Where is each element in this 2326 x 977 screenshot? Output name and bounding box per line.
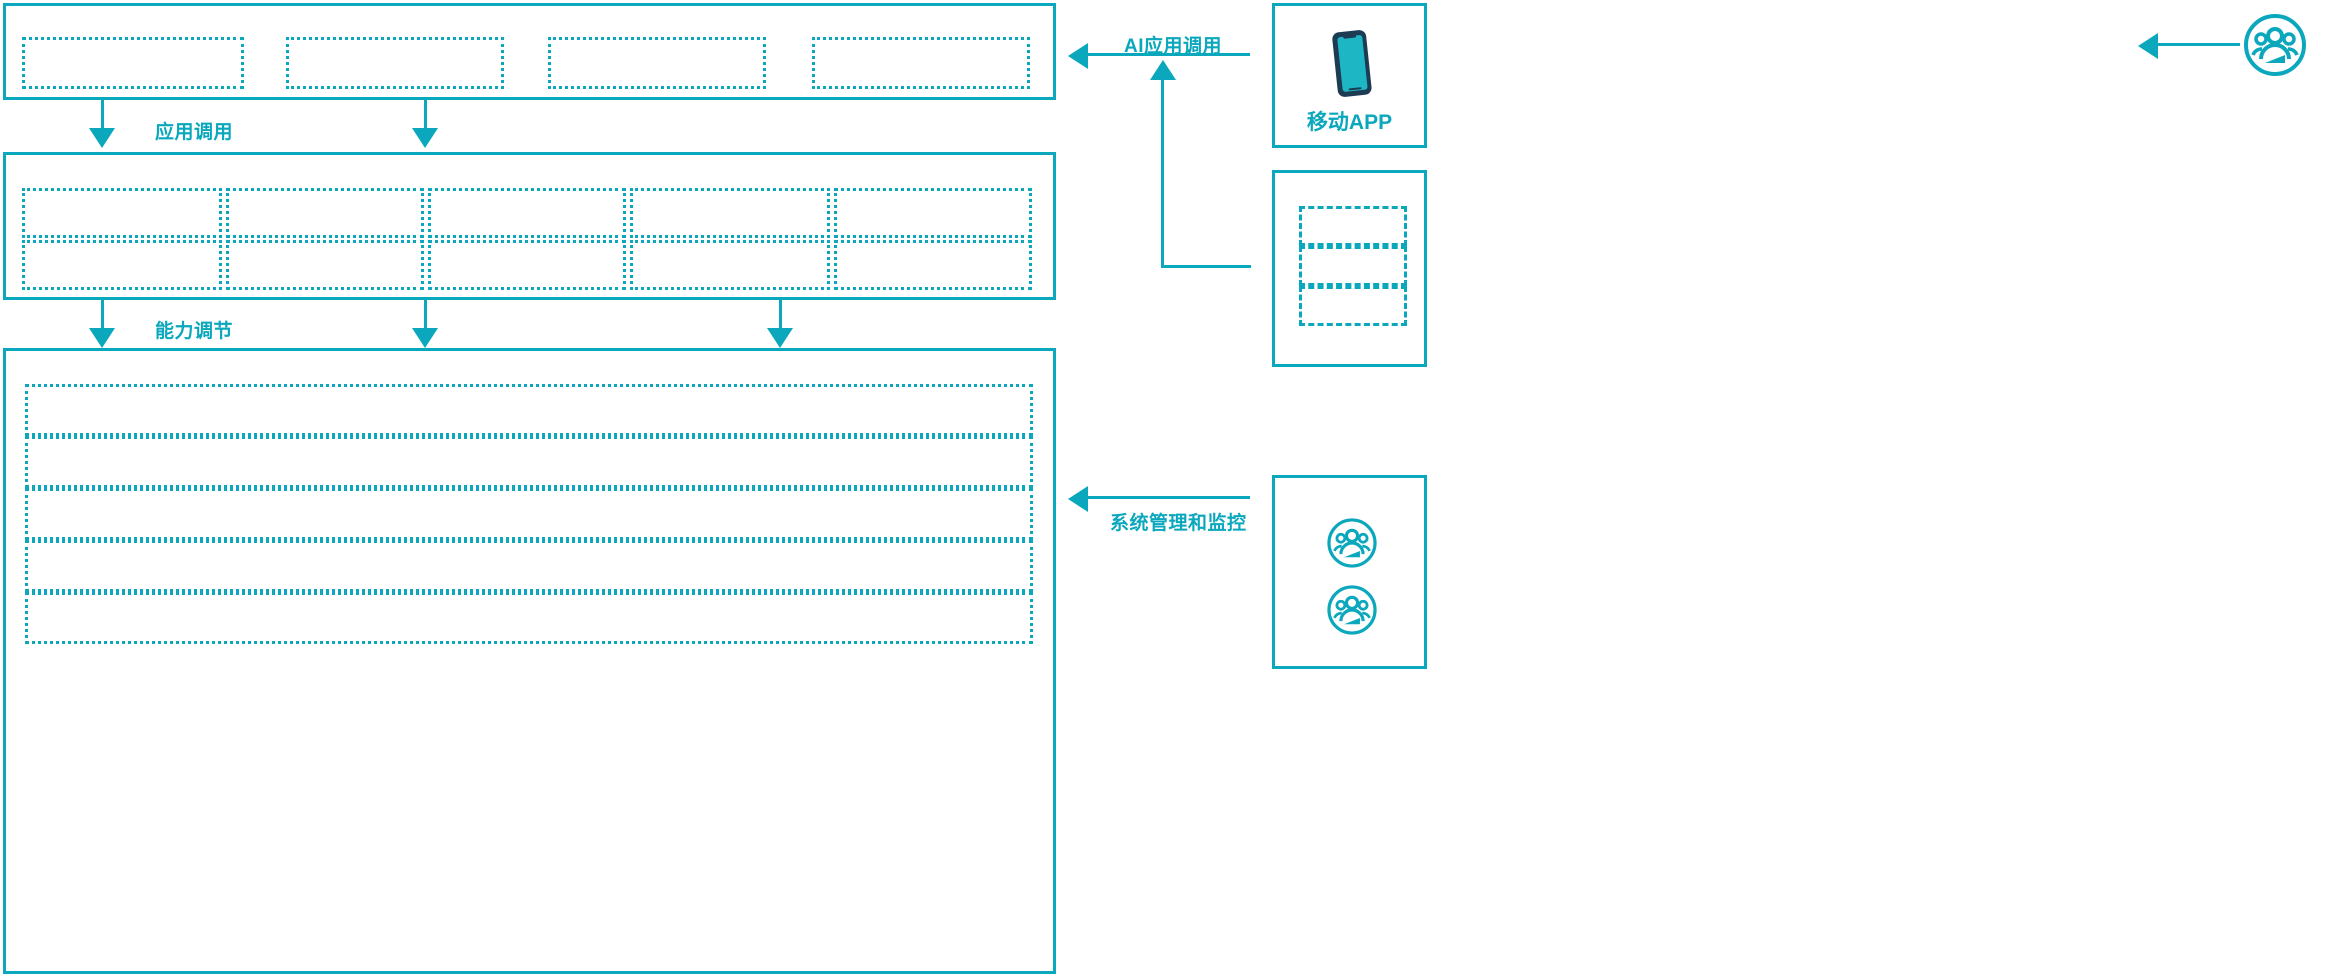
platform-band-4[interactable]	[25, 540, 1033, 592]
capability-tune-connector-2	[424, 300, 427, 342]
service-stack-item-3[interactable]	[1299, 286, 1407, 326]
application-layer-panel	[3, 3, 1056, 100]
service-stack-item-1[interactable]	[1299, 206, 1407, 246]
admin-users-node[interactable]	[1272, 475, 1427, 669]
platform-layer-panel	[3, 348, 1056, 974]
application-box-3[interactable]	[548, 37, 766, 89]
service-stack-riser-arrowhead	[1150, 60, 1176, 80]
app-call-connector-1	[101, 100, 104, 142]
capability-box-r2c4[interactable]	[630, 240, 830, 290]
admin-user-group-icon-2[interactable]	[1325, 583, 1379, 642]
platform-band-5[interactable]	[25, 592, 1033, 644]
platform-band-2[interactable]	[25, 436, 1033, 488]
edge-label-app-call: 应用调用	[155, 122, 234, 143]
capability-box-r1c5[interactable]	[834, 188, 1032, 238]
admin-user-group-icon-1[interactable]	[1325, 516, 1379, 575]
application-box-2[interactable]	[286, 37, 504, 89]
capability-box-r1c4[interactable]	[630, 188, 830, 238]
capability-box-r2c2[interactable]	[226, 240, 424, 290]
ai-app-call-line	[1085, 53, 1250, 56]
service-stack-elbow	[1161, 265, 1251, 268]
capability-box-r1c3[interactable]	[428, 188, 626, 238]
capability-tune-arrowhead-1	[89, 328, 115, 348]
app-call-arrowhead-2	[412, 128, 438, 148]
service-stack-item-2[interactable]	[1299, 246, 1407, 286]
end-user-group-icon[interactable]	[2241, 11, 2309, 84]
application-box-1[interactable]	[22, 37, 244, 89]
edge-label-capability-tune: 能力调节	[155, 321, 234, 342]
capability-tune-connector-1	[101, 300, 104, 342]
mobile-app-label: 移动APP	[1306, 111, 1393, 134]
platform-band-3[interactable]	[25, 488, 1033, 540]
capability-box-r2c1[interactable]	[22, 240, 222, 290]
edge-label-ai-app-call: AI应用调用	[1124, 36, 1223, 57]
mobile-phone-icon	[1327, 28, 1377, 105]
service-stack-node[interactable]	[1272, 170, 1427, 367]
end-user-to-mobile-line	[2155, 43, 2240, 46]
capability-tune-arrowhead-2	[412, 328, 438, 348]
edge-label-sys-admin: 系统管理和监控	[1110, 513, 1247, 534]
capability-box-r2c5[interactable]	[834, 240, 1032, 290]
app-call-arrowhead-1	[89, 128, 115, 148]
app-call-connector-2	[424, 100, 427, 142]
capability-box-r1c2[interactable]	[226, 188, 424, 238]
sys-admin-arrowhead	[1068, 486, 1088, 512]
service-stack-riser	[1161, 68, 1164, 268]
capability-layer-panel	[3, 152, 1056, 300]
application-box-4[interactable]	[812, 37, 1030, 89]
sys-admin-line	[1085, 496, 1250, 499]
ai-app-call-arrowhead	[1068, 43, 1088, 69]
capability-box-r1c1[interactable]	[22, 188, 222, 238]
mobile-app-node[interactable]: 移动APP	[1272, 3, 1427, 148]
capability-tune-arrowhead-3	[767, 328, 793, 348]
end-user-to-mobile-arrowhead	[2138, 33, 2158, 59]
capability-box-r2c3[interactable]	[428, 240, 626, 290]
platform-band-1[interactable]	[25, 384, 1033, 436]
capability-tune-connector-3	[779, 300, 782, 342]
